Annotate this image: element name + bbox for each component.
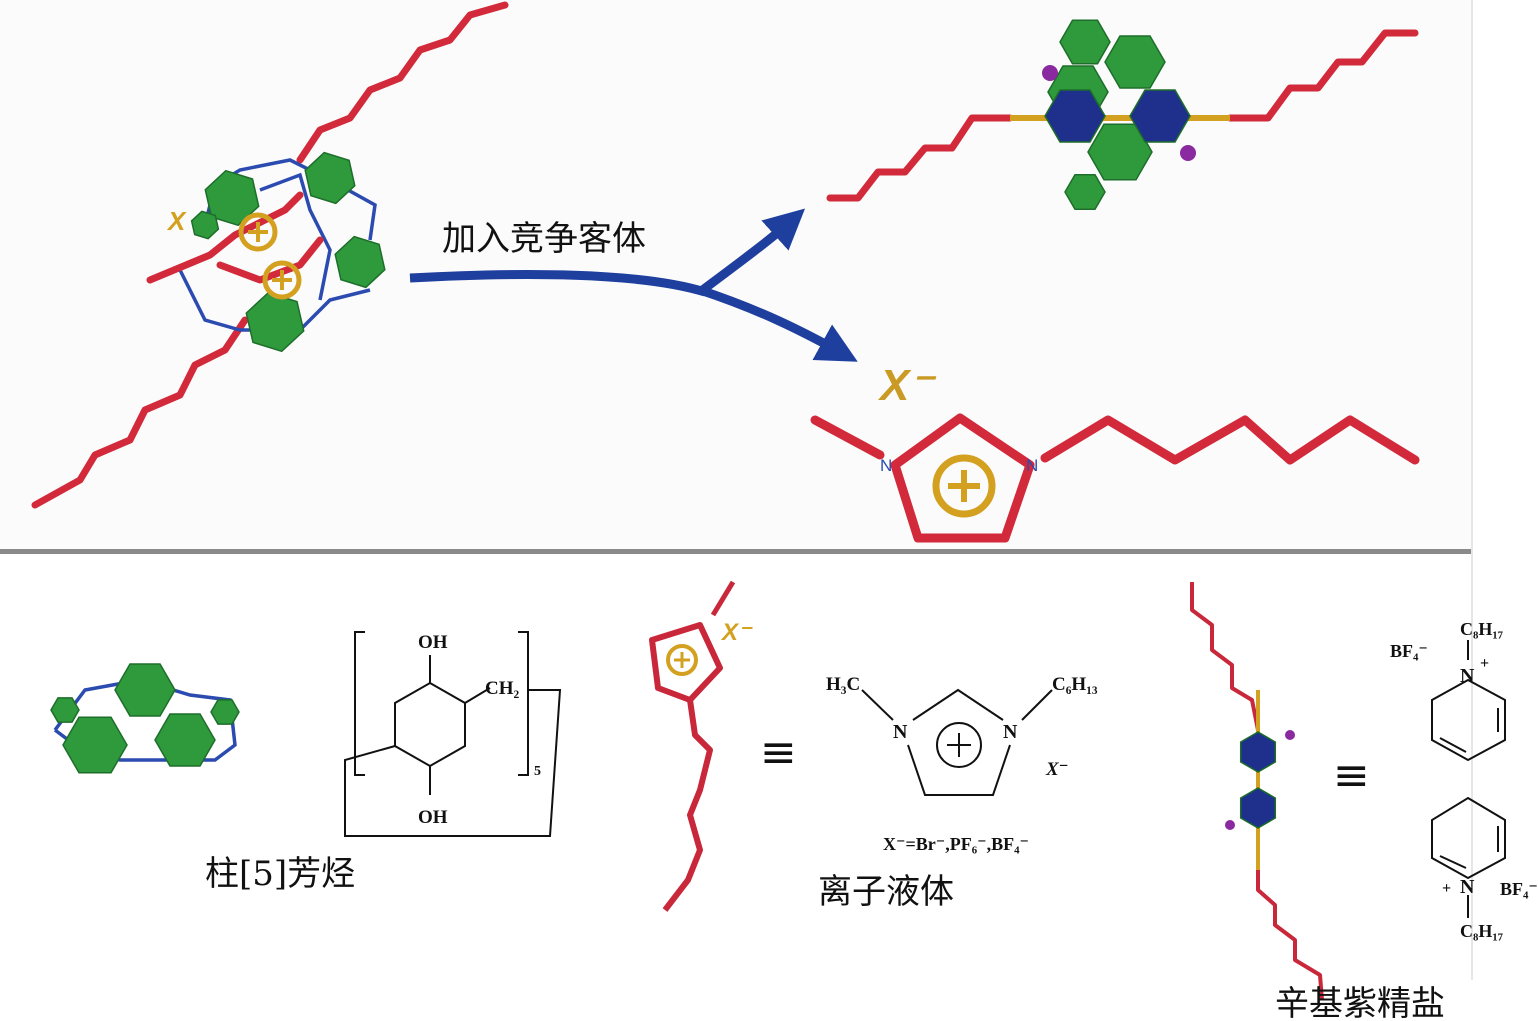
- aromatic-ring: [1104, 35, 1166, 89]
- charge-label: +: [1480, 655, 1489, 672]
- released-anion: X⁻: [877, 361, 936, 410]
- aromatic-ring: [1239, 787, 1277, 829]
- counter-anion-dot: [1180, 145, 1196, 161]
- released-imidazolium: X⁻ N N: [810, 361, 1420, 543]
- pillararene-3d-model: [50, 663, 240, 774]
- aromatic-ring: [1059, 19, 1111, 65]
- cation-plus-icon: [238, 212, 302, 300]
- green-rings: [190, 151, 386, 353]
- anion-label: BF₄⁻: [1500, 879, 1538, 899]
- nitrogen-label: N: [893, 721, 908, 743]
- viologen-cartoon: [1190, 582, 1324, 1001]
- viologen-structure: C₈H₁₇ N + BF₄⁻ N + BF₄⁻ C₈H₁₇: [1390, 619, 1538, 941]
- octyl-label: C₈H₁₇: [1460, 921, 1503, 941]
- nitrogen-label: N: [1460, 665, 1475, 687]
- host-guest-complex: X: [31, 1, 509, 509]
- oh-label: OH: [418, 807, 448, 828]
- ionic-liquid-cartoon: X⁻: [649, 580, 753, 912]
- aromatic-ring: [1064, 173, 1106, 211]
- nitrogen-label: N: [880, 456, 892, 475]
- aromatic-ring: [1129, 89, 1191, 143]
- repeat-count: 5: [534, 764, 541, 779]
- viologen-name: 辛基紫精盐: [1275, 984, 1445, 1021]
- charge-label: +: [1442, 880, 1451, 897]
- methyl-label: H₃C: [826, 674, 860, 695]
- anion-label: BF₄⁻: [1390, 641, 1428, 661]
- alkyl-chain-lower: [31, 316, 249, 509]
- counter-anion-dot: [1042, 65, 1058, 81]
- aromatic-ring: [245, 291, 305, 353]
- anion-label: X⁻: [1045, 759, 1069, 780]
- arrow-down-branch: [698, 285, 858, 362]
- aromatic-ring: [334, 235, 386, 289]
- aromatic-ring: [114, 663, 176, 717]
- arrow-label: 加入竞争客体: [442, 219, 646, 259]
- cation-plus-icon: [666, 644, 698, 676]
- equivalent-sign: ≡: [1333, 750, 1370, 801]
- aromatic-ring: [304, 151, 356, 205]
- cation-plus-icon: [932, 454, 996, 518]
- viologen-chain-right: [1226, 29, 1419, 122]
- anion-definition: X⁻=Br⁻,PF₆⁻,BF₄⁻: [883, 834, 1029, 854]
- imidazolium-structure: H₃C C₆H₁₃ N N X⁻ X⁻=Br⁻,PF₆⁻,BF₄⁻: [826, 674, 1098, 854]
- aromatic-ring: [204, 169, 260, 227]
- nitrogen-label: N: [1026, 456, 1038, 475]
- ch2-label: CH₂: [485, 678, 520, 699]
- cartoon-anion: X⁻: [720, 619, 753, 646]
- aromatic-ring: [154, 713, 216, 767]
- viologen-complex: [826, 19, 1419, 211]
- oh-label: OH: [418, 632, 448, 653]
- anion-x-small: X: [166, 206, 187, 236]
- imidazolium-core: [146, 191, 304, 284]
- branching-arrow: [409, 208, 858, 362]
- aromatic-ring: [1239, 731, 1277, 773]
- pillararene-structure: OH OH CH₂ 5: [344, 631, 562, 837]
- nitrogen-label: N: [1460, 876, 1475, 898]
- arrow-up-branch: [697, 208, 806, 296]
- octyl-label: C₈H₁₇: [1460, 619, 1503, 639]
- pillararene-name: 柱[5]芳烃: [205, 854, 355, 894]
- nitrogen-label: N: [1003, 721, 1018, 743]
- top-panel: [0, 0, 1472, 550]
- alkyl-chain-upper: [296, 1, 509, 164]
- viologen-rings: [1044, 19, 1191, 211]
- panel-divider: [0, 549, 1472, 554]
- aromatic-ring: [62, 716, 128, 774]
- aromatic-ring: [50, 697, 80, 723]
- aromatic-ring: [1044, 89, 1106, 143]
- viologen-chain-left: [826, 114, 1014, 202]
- aromatic-ring: [210, 699, 240, 725]
- aromatic-ring: [190, 210, 220, 240]
- equivalent-sign: ≡: [760, 727, 797, 778]
- hexyl-label: C₆H₁₃: [1052, 674, 1098, 695]
- ionic-liquid-name: 离子液体: [818, 872, 954, 912]
